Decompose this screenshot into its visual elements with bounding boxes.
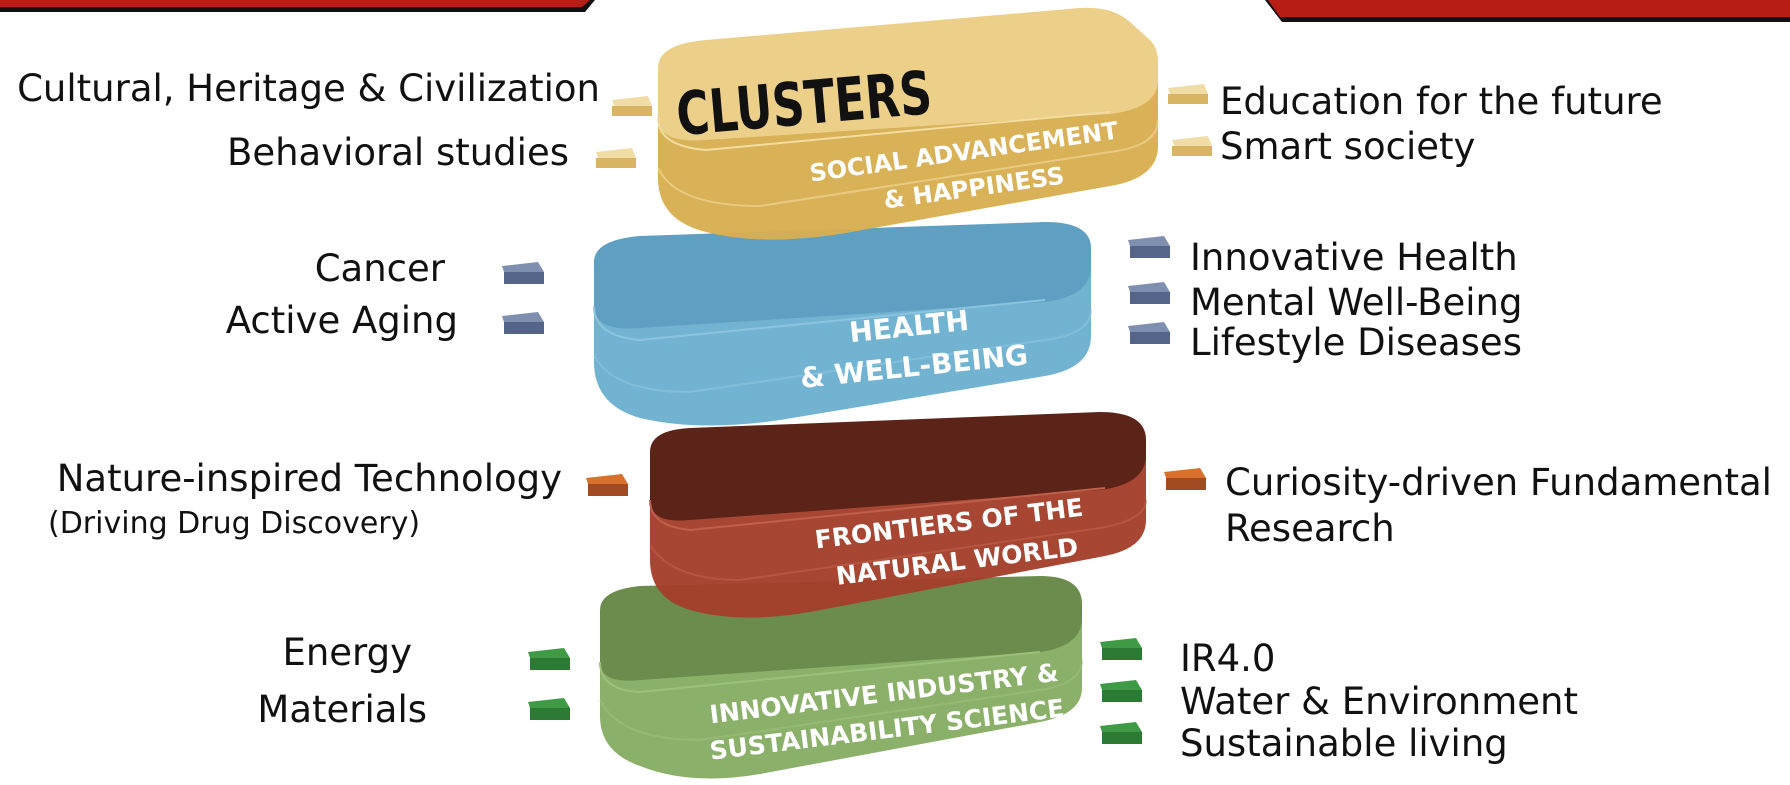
frontiers-left-item-1: Nature-inspired Technology bbox=[56, 457, 562, 500]
industry-blocks bbox=[528, 638, 1142, 744]
industry-left-item-1: Energy bbox=[282, 631, 412, 674]
top-right-bar bbox=[1265, 0, 1790, 22]
health-right-item-3: Lifestyle Diseases bbox=[1190, 321, 1522, 364]
social-blocks bbox=[596, 84, 1212, 168]
health-left-item-1: Cancer bbox=[314, 247, 445, 290]
health-right-item-2: Mental Well-Being bbox=[1190, 281, 1523, 324]
top-left-bar bbox=[0, 0, 595, 12]
health-left-item-2: Active Aging bbox=[225, 299, 458, 342]
frontiers-right-item-1: Curiosity-driven Fundamental bbox=[1225, 461, 1772, 504]
frontiers-blocks bbox=[586, 468, 1206, 496]
industry-left-item-2: Materials bbox=[257, 688, 427, 731]
social-right-item-1: Education for the future bbox=[1220, 80, 1663, 123]
frontiers-left-item-2: (Driving Drug Discovery) bbox=[48, 506, 421, 541]
layer-frontiers: FRONTIERS OF THE NATURAL WORLD bbox=[649, 412, 1147, 618]
health-blocks bbox=[502, 236, 1170, 344]
frontiers-right-item-2: Research bbox=[1225, 507, 1395, 550]
layer-social: CLUSTERS SOCIAL ADVANCEMENT & HAPPINESS bbox=[657, 7, 1159, 240]
industry-right-item-2: Water & Environment bbox=[1180, 680, 1579, 723]
industry-right-item-3: Sustainable living bbox=[1180, 722, 1508, 765]
social-right-item-2: Smart society bbox=[1220, 125, 1476, 168]
layer-health: HEALTH & WELL-BEING bbox=[593, 222, 1092, 426]
social-left-item-1: Cultural, Heritage & Civilization bbox=[17, 67, 600, 110]
industry-right-item-1: IR4.0 bbox=[1180, 637, 1276, 680]
social-left-item-2: Behavioral studies bbox=[226, 131, 569, 174]
layer-industry: INNOVATIVE INDUSTRY & SUSTAINABILITY SCI… bbox=[599, 576, 1083, 779]
health-right-item-1: Innovative Health bbox=[1190, 236, 1518, 279]
